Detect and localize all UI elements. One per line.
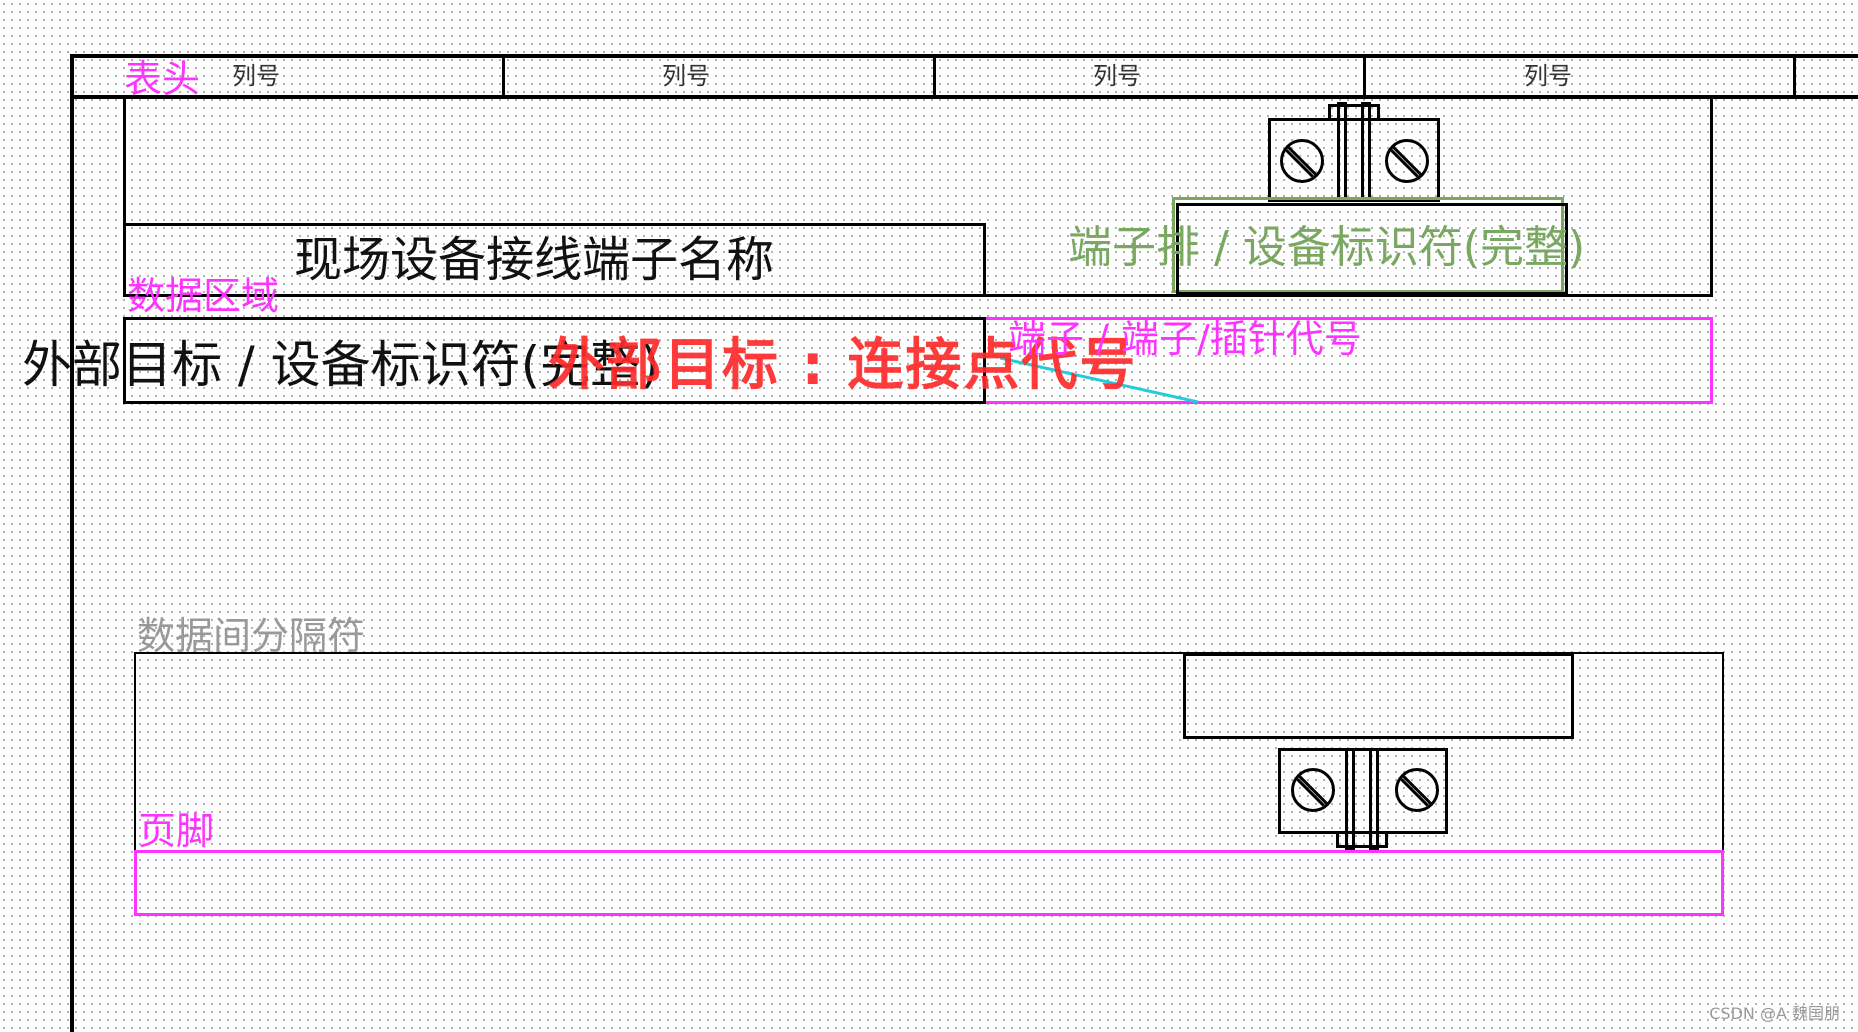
screw-icon bbox=[1385, 139, 1429, 183]
separator-inner-box[interactable] bbox=[1183, 654, 1574, 739]
separator-box[interactable] bbox=[134, 652, 1724, 854]
terminal-name-box[interactable] bbox=[123, 223, 986, 297]
column-divider bbox=[502, 54, 505, 98]
separator-label: 数据间分隔符 bbox=[137, 614, 366, 658]
footer-box[interactable] bbox=[134, 850, 1724, 916]
header-label: 表头 bbox=[124, 57, 201, 101]
terminal-clip bbox=[1336, 834, 1388, 848]
column-header[interactable]: 列号 bbox=[232, 62, 280, 90]
header-bottom-border bbox=[70, 95, 1858, 99]
column-divider bbox=[933, 54, 936, 98]
strip-identifier-box[interactable] bbox=[1172, 197, 1564, 293]
target-box[interactable] bbox=[123, 317, 986, 404]
data-area-label: 数据区域 bbox=[127, 274, 280, 318]
terminal-divider-bar bbox=[1337, 102, 1347, 202]
terminal-clip bbox=[1328, 104, 1380, 118]
column-divider bbox=[1363, 54, 1366, 98]
terminal-divider-bar bbox=[1345, 748, 1355, 850]
terminal-block-bottom[interactable] bbox=[1278, 748, 1448, 834]
strip-identifier-inner bbox=[1176, 203, 1568, 295]
column-header[interactable]: 列号 bbox=[1524, 62, 1572, 90]
outer-left-border bbox=[70, 54, 74, 1032]
column-header[interactable]: 列号 bbox=[662, 62, 710, 90]
terminal-divider-bar bbox=[1369, 748, 1379, 850]
pin-code-text: 端子 / 端子/插针代号 bbox=[1008, 317, 1362, 361]
column-divider bbox=[1793, 54, 1796, 98]
screw-icon bbox=[1291, 768, 1335, 812]
column-header[interactable]: 列号 bbox=[1093, 62, 1141, 90]
connection-point-overlay: 外部目标 : 连接点代号 bbox=[548, 333, 1138, 398]
screw-icon bbox=[1395, 768, 1439, 812]
watermark: CSDN @A 魏国朋 bbox=[1709, 1004, 1840, 1023]
header-top-border bbox=[70, 54, 1858, 58]
terminal-name-text: 现场设备接线端子名称 bbox=[294, 232, 775, 288]
external-target-text: 外部目标 / 设备标识符(完整) bbox=[22, 336, 660, 394]
screw-icon bbox=[1280, 139, 1324, 183]
terminal-block-top[interactable] bbox=[1268, 118, 1440, 202]
footer-label: 页脚 bbox=[138, 809, 215, 853]
terminal-divider-bar bbox=[1361, 102, 1371, 202]
connector-line bbox=[1000, 356, 1199, 404]
strip-identifier-text: 端子排 / 设备标识符(完整) bbox=[1068, 222, 1586, 273]
